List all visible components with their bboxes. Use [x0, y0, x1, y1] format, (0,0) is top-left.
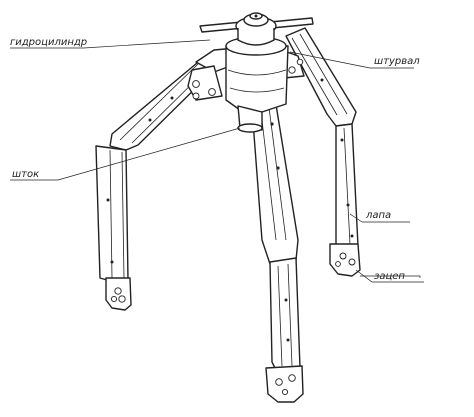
label-cylinder: гидроцилиндр: [10, 37, 87, 48]
label-hook: зацеп: [374, 271, 405, 282]
handwheel: [199, 12, 314, 46]
leader-lines: [10, 39, 424, 283]
label-paw: лапа: [365, 210, 391, 221]
right-arm: [285, 27, 361, 277]
label-handwheel: штурвал: [374, 56, 420, 67]
label-rod: шток: [12, 169, 39, 180]
hydraulic-cylinder: [187, 36, 305, 133]
left-arm: [95, 57, 215, 311]
